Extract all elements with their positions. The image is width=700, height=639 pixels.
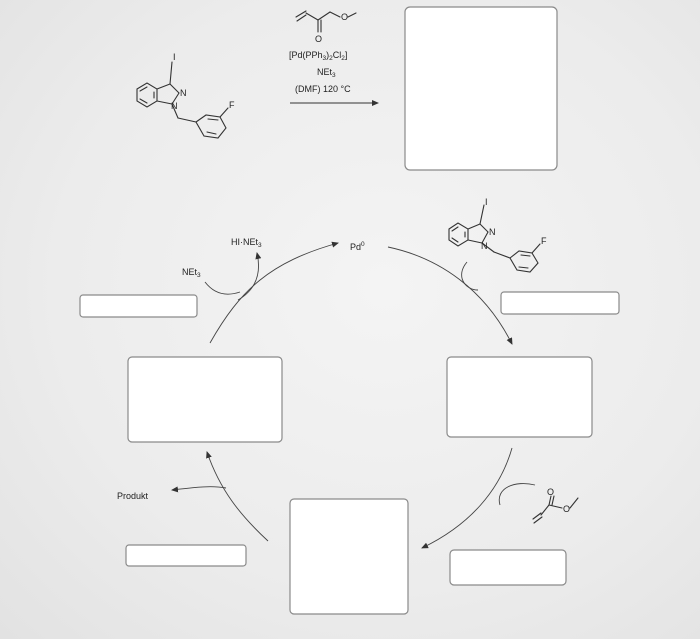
starting-material-structure: I N N F [136,52,235,139]
net3-label: NEt3 [182,267,201,279]
answer-field-bottom-left[interactable] [125,544,247,567]
acrylate-entry-arc [498,483,536,506]
nitrogen-label: N [180,88,187,98]
base-label: NEt3 [317,67,336,79]
answer-field-top-left[interactable] [79,294,198,318]
nitrogen-label: N [171,101,178,111]
answer-field-bottom-right[interactable] [449,549,567,586]
methyl-acrylate-structure: O O [295,10,357,44]
intermediate-box-left[interactable] [127,356,283,443]
methyl-acrylate-structure: O O [532,487,579,524]
pd0-label: Pd0 [350,241,365,252]
oxygen-label: O [563,504,570,514]
produkt-label: Produkt [117,491,149,501]
iodine-label: I [485,197,488,207]
oxygen-label: O [315,34,322,44]
cycle-arrow-bottom-left [206,451,269,542]
product-release-arrow [171,486,227,493]
aryl-iodide-structure: I N N F [448,197,547,273]
conditions-label: (DMF) 120 °C [295,84,351,94]
answer-field-top-right[interactable] [500,291,620,315]
aryl-iodide-entry-arc [461,261,479,291]
iodine-label: I [173,52,176,62]
hinet3-label: HI·NEt3 [231,237,262,249]
product-answer-box[interactable] [404,6,558,171]
nitrogen-label: N [489,227,496,237]
cycle-arrow-top-left [209,241,339,344]
oxygen-label: O [341,12,348,22]
oxygen-label: O [547,487,554,497]
intermediate-box-right[interactable] [446,356,593,438]
intermediate-box-bottom[interactable] [289,498,409,615]
net3-entry-arc [204,281,241,295]
fluorine-label: F [229,100,235,110]
catalyst-label: [Pd(PPh3)2Cl2] [289,50,347,62]
cycle-arrow-bottom-right [421,447,513,549]
hinet3-release-arrow [237,252,262,301]
cycle-arrow-top-right [387,246,513,345]
nitrogen-label: N [481,241,488,251]
fluorine-label: F [541,236,547,246]
